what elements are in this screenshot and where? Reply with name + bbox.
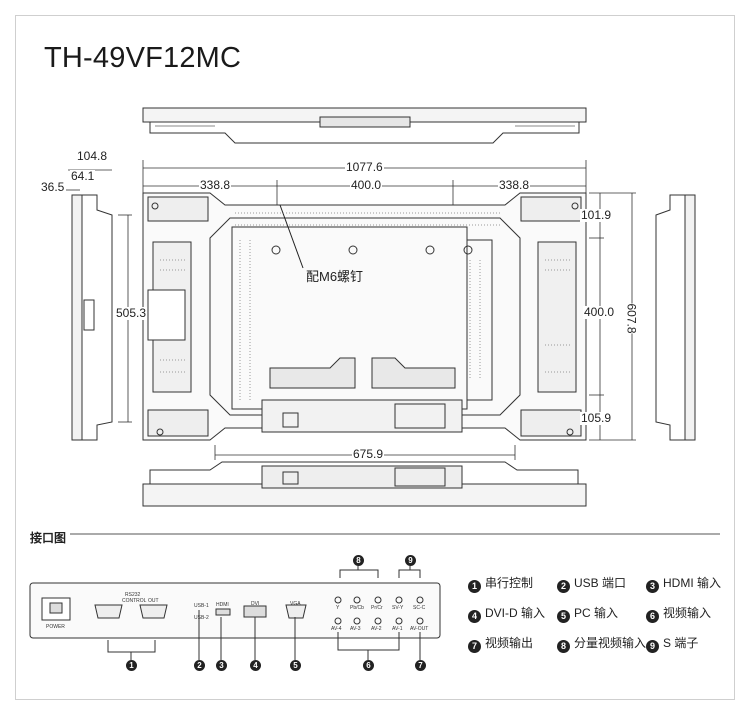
- right-side-view: [655, 194, 696, 441]
- section-title: 接口图: [30, 531, 67, 545]
- dim-left-span: 338.8: [199, 178, 232, 192]
- bottom-view: [142, 461, 587, 507]
- label-av2: AV-2: [371, 626, 382, 632]
- dim-right-span: 338.8: [498, 178, 531, 192]
- screw-note: 配M6螺钉: [306, 269, 364, 284]
- dim-top-edge: 36.5: [40, 180, 66, 194]
- label-av4: AV-4: [331, 626, 342, 632]
- rear-view: [142, 192, 587, 441]
- dim-top-offset: 101.9: [580, 208, 613, 222]
- callout-5: 5: [290, 660, 301, 671]
- dim-total-width: 1077.6: [345, 160, 384, 174]
- label-hdmi: HDMI: [216, 602, 229, 608]
- figure-frame: [15, 15, 735, 700]
- label-control: CONTROL: [122, 598, 147, 604]
- label-prcr: Pr/Cr: [371, 605, 383, 611]
- label-out: OUT: [148, 598, 159, 604]
- label-vga: VGA: [290, 601, 301, 607]
- label-power: POWER: [46, 624, 65, 630]
- left-side-view: [71, 194, 113, 441]
- model-title: TH-49VF12MC: [44, 42, 242, 74]
- label-svy: SV-Y: [392, 605, 404, 611]
- dim-bottom-offset: 105.9: [580, 411, 613, 425]
- label-rs232: RS232: [125, 592, 141, 598]
- connector-panel: [29, 533, 720, 660]
- dim-side-height: 505.3: [115, 306, 148, 320]
- callout-2: 2: [194, 660, 205, 671]
- callout-7: 7: [415, 660, 426, 671]
- dim-bottom-width: 675.9: [352, 447, 385, 461]
- label-y: Y: [336, 605, 340, 611]
- label-usb1: USB-1: [194, 603, 209, 609]
- callout-1: 1: [126, 660, 137, 671]
- dim-top-depth: 104.8: [76, 149, 109, 163]
- dim-total-height: 607.8: [624, 303, 639, 334]
- label-av3: AV-3: [350, 626, 361, 632]
- dim-top-mid: 64.1: [70, 169, 96, 183]
- callout-4: 4: [250, 660, 261, 671]
- label-av1: AV-1: [392, 626, 403, 632]
- label-avout: AV-OUT: [410, 626, 429, 632]
- label-usb2: USB-2: [194, 615, 209, 621]
- top-view: [142, 107, 587, 144]
- label-dvi: DVI: [251, 601, 260, 607]
- label-svc: SC-C: [413, 605, 426, 611]
- dim-center-span: 400.0: [350, 178, 383, 192]
- callout-9: 9: [405, 555, 416, 566]
- callout-8: 8: [353, 555, 364, 566]
- callout-6: 6: [363, 660, 374, 671]
- dim-center-height: 400.0: [583, 305, 616, 319]
- label-pbcb: Pb/Cb: [350, 605, 364, 611]
- callout-3: 3: [216, 660, 227, 671]
